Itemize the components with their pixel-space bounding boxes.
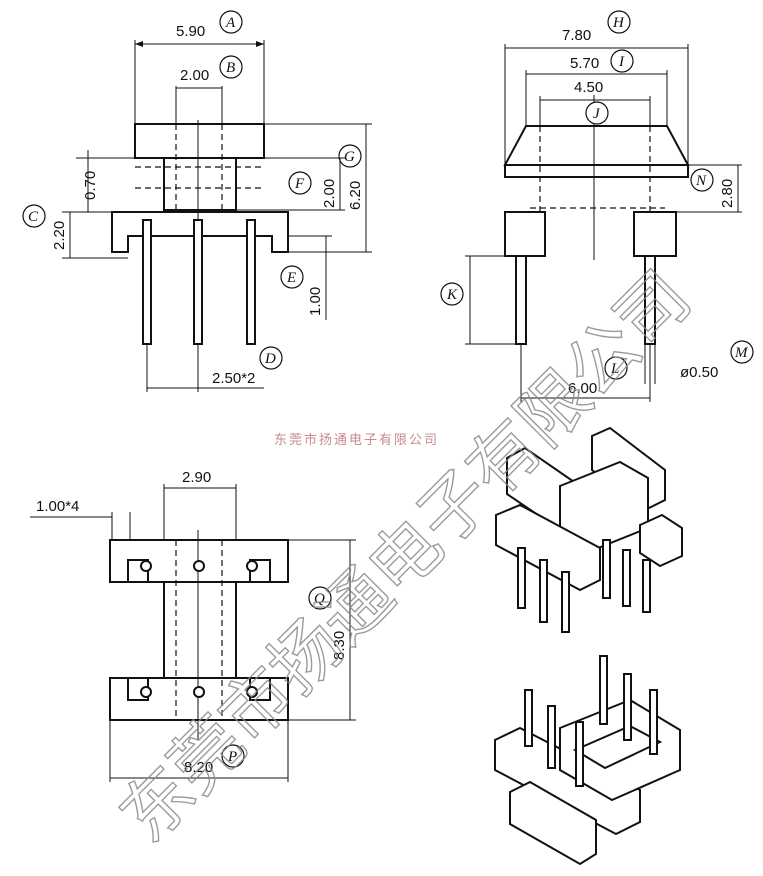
iso2-bottom-foot <box>509 780 597 866</box>
dim-B-value: 2.00 <box>180 67 209 84</box>
watermark-center: 东莞市扬通电子有限公司 <box>274 432 439 448</box>
dim-Q-value: 8.30 <box>331 631 348 660</box>
side-top-band <box>504 164 689 178</box>
svg-text:C: C <box>28 209 39 225</box>
callout-C: C <box>22 204 46 228</box>
dim-P-value: 8.20 <box>184 759 213 776</box>
svg-text:K: K <box>446 287 458 303</box>
dim-pitch-value: 1.00*4 <box>36 498 79 515</box>
side-base-right <box>633 211 677 257</box>
side-pin-left <box>515 255 527 345</box>
bottom-view: 2.90 1.00*4 8.30 Q 8.20 P <box>30 469 356 782</box>
svg-text:Q: Q <box>314 591 325 607</box>
callout-K: K <box>440 282 464 306</box>
isometric-view-lower <box>494 655 681 866</box>
dim-J-value: 4.50 <box>574 79 603 96</box>
bottom-core <box>163 581 237 679</box>
svg-text:N: N <box>695 173 707 189</box>
front-pin-1 <box>142 219 152 345</box>
svg-text:G: G <box>344 149 355 165</box>
side-top-flange <box>503 125 690 166</box>
callout-A: A <box>219 10 243 34</box>
front-top-flange <box>134 123 265 159</box>
callout-G: G <box>338 144 362 168</box>
callout-D: D <box>259 346 283 370</box>
callout-E: E <box>280 265 304 289</box>
svg-text:H: H <box>612 15 625 31</box>
svg-text:P: P <box>227 749 237 765</box>
svg-text:I: I <box>618 54 625 70</box>
svg-text:B: B <box>226 60 235 76</box>
iso-base-left <box>495 503 601 592</box>
dim-A-value: 5.90 <box>176 23 205 40</box>
svg-text:D: D <box>264 351 276 367</box>
dim-L-value: 6.00 <box>568 380 597 397</box>
pin-hole <box>140 686 152 698</box>
svg-text:A: A <box>225 15 236 31</box>
pin-hole <box>246 686 258 698</box>
side-base-left <box>504 211 546 257</box>
iso2-core-top <box>572 724 663 770</box>
front-view: 5.90 A 2.00 B 6.20 G 2.00 F 1.00 E 0.70 <box>22 10 372 392</box>
callout-L: L <box>604 356 628 380</box>
callout-Q: Q <box>308 586 332 610</box>
callout-B: B <box>219 55 243 79</box>
dim-F-value: 2.00 <box>321 179 338 208</box>
dim-H-value: 7.80 <box>562 27 591 44</box>
callout-N: N <box>690 168 714 192</box>
svg-text:F: F <box>294 176 305 192</box>
dim-N-value: 2.80 <box>719 179 736 208</box>
side-view: 7.80 H 5.70 I 4.50 J 2.80 N K 6.00 L <box>440 10 754 402</box>
pin-hole <box>193 686 205 698</box>
callout-F: F <box>288 171 312 195</box>
svg-text:M: M <box>734 345 749 361</box>
iso-base-right <box>639 513 683 568</box>
callout-M: M <box>730 340 754 364</box>
front-core-window <box>163 157 237 211</box>
dim-M-value: ø0.50 <box>680 364 718 381</box>
pin-hole <box>246 560 258 572</box>
svg-text:L: L <box>610 361 619 377</box>
dim-C-value: 2.20 <box>51 221 68 250</box>
dim-I-value: 5.70 <box>570 55 599 72</box>
front-pin-2 <box>193 219 203 345</box>
dim-G-value: 6.20 <box>347 181 364 210</box>
isometric-view-upper <box>495 426 683 633</box>
iso2-front-flange <box>494 726 641 836</box>
dim-070-value: 0.70 <box>82 171 99 200</box>
callout-I: I <box>610 49 634 73</box>
dim-D-value: 2.50*2 <box>212 370 255 387</box>
callout-J: J <box>585 101 609 125</box>
callout-P: P <box>221 744 245 768</box>
svg-text:E: E <box>286 270 296 286</box>
pin-hole <box>140 560 152 572</box>
dim-top-width-value: 2.90 <box>182 469 211 486</box>
front-pin-3 <box>246 219 256 345</box>
pin-hole <box>193 560 205 572</box>
dim-E-value: 1.00 <box>307 287 324 316</box>
svg-text:J: J <box>593 106 601 122</box>
callout-H: H <box>607 10 631 34</box>
